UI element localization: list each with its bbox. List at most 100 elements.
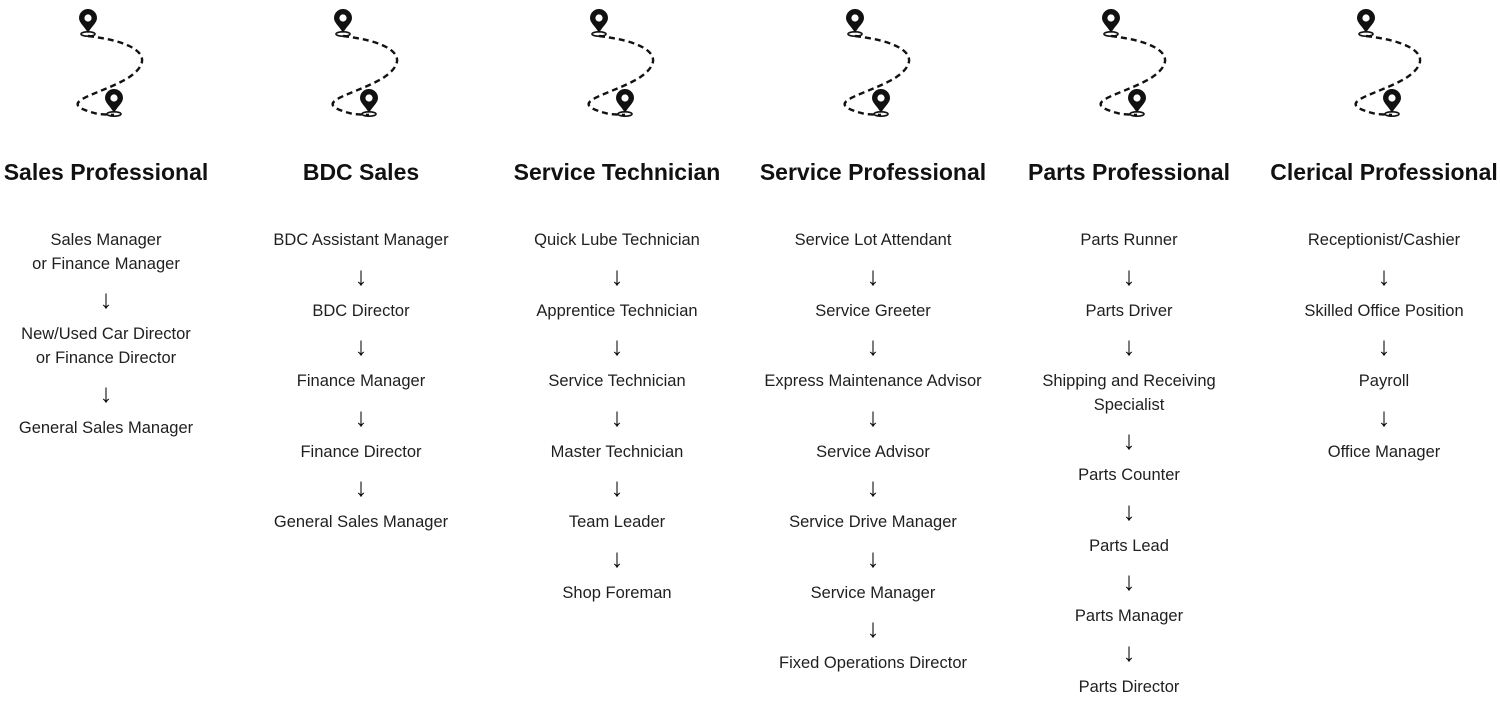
- dashed-route-line: [76, 34, 144, 117]
- down-arrow-icon: ↓: [1377, 401, 1391, 432]
- career-step: Parts Counter: [1078, 466, 1180, 484]
- start-pin-icon: [1357, 9, 1375, 37]
- column-title: Service Technician: [513, 159, 721, 185]
- down-arrow-icon: ↓: [1377, 260, 1391, 291]
- route-map-pins-icon: [1354, 9, 1422, 118]
- career-step: BDC Assistant Manager: [273, 231, 449, 249]
- down-arrow-icon: ↓: [354, 260, 368, 291]
- down-arrow-icon: ↓: [1122, 566, 1136, 596]
- career-step: Parts Director: [1078, 677, 1180, 696]
- start-pin-icon: [846, 9, 864, 37]
- career-step: Service Drive Manager: [789, 513, 957, 531]
- career-step: Parts Lead: [1089, 536, 1169, 555]
- end-pin-icon: [616, 89, 634, 118]
- career-step: Parts Runner: [1080, 231, 1178, 249]
- career-step: Office Manager: [1327, 442, 1441, 461]
- career-steps: Service Lot Attendant ↓ Service Greeter ↓ Ex…: [764, 229, 981, 676]
- career-step: Service Greeter: [815, 301, 931, 320]
- career-step: Receptionist/Cashier: [1307, 231, 1461, 249]
- career-step: Payroll: [1358, 372, 1410, 390]
- down-arrow-icon: ↓: [866, 472, 880, 502]
- career-step: Team Leader: [568, 513, 666, 531]
- down-arrow-icon: ↓: [1122, 331, 1136, 361]
- career-step: Service Advisor: [816, 442, 930, 461]
- end-pin-icon: [1128, 89, 1146, 118]
- career-step: Shop Foreman: [562, 583, 672, 602]
- down-arrow-icon: ↓: [866, 613, 880, 643]
- end-pin-icon: [872, 89, 890, 118]
- down-arrow-icon: ↓: [1122, 425, 1136, 455]
- down-arrow-icon: ↓: [866, 331, 880, 361]
- column-title: Clerical Professional: [1270, 159, 1498, 185]
- career-step: Finance Manager: [296, 372, 426, 390]
- down-arrow-icon: ↓: [354, 401, 368, 432]
- down-arrow-icon: ↓: [1122, 260, 1136, 291]
- dashed-route-line: [587, 34, 655, 117]
- end-pin-icon: [1383, 89, 1401, 118]
- career-step: Service Technician: [548, 372, 686, 390]
- column-title: Service Professional: [759, 159, 987, 185]
- career-step: Shipping and Receiving Specialist: [1042, 372, 1216, 414]
- down-arrow-icon: ↓: [866, 401, 880, 432]
- down-arrow-icon: ↓: [99, 378, 113, 408]
- down-arrow-icon: ↓: [610, 260, 624, 291]
- career-step: General Sales Manager: [18, 419, 194, 437]
- career-step: Apprentice Technician: [536, 301, 698, 320]
- dashed-route-line: [1099, 34, 1167, 117]
- route-map-pins-icon: [331, 9, 399, 118]
- down-arrow-icon: ↓: [354, 331, 368, 361]
- column-title: Parts Professional: [1028, 159, 1230, 185]
- down-arrow-icon: ↓: [610, 401, 624, 432]
- career-step: Finance Director: [300, 442, 422, 461]
- start-pin-icon: [334, 9, 352, 37]
- career-steps: Parts Runner ↓ Parts Driver ↓ Shipping and R…: [1031, 229, 1227, 699]
- down-arrow-icon: ↓: [610, 472, 624, 502]
- down-arrow-icon: ↓: [99, 284, 113, 314]
- career-step: General Sales Manager: [273, 513, 449, 531]
- career-step: BDC Director: [312, 301, 410, 320]
- route-map-pins-icon: [843, 9, 911, 118]
- route-map-pins-icon: [587, 9, 655, 118]
- career-steps: BDC Assistant Manager ↓ BDC Director ↓ Finan…: [273, 229, 448, 535]
- down-arrow-icon: ↓: [866, 260, 880, 291]
- down-arrow-icon: ↓: [1122, 495, 1136, 526]
- route-map-pins-icon: [1099, 9, 1167, 118]
- career-step: Master Technician: [550, 442, 684, 461]
- down-arrow-icon: ↓: [610, 331, 624, 361]
- down-arrow-icon: ↓: [354, 472, 368, 502]
- career-step: Parts Manager: [1074, 607, 1184, 625]
- down-arrow-icon: ↓: [610, 542, 624, 573]
- down-arrow-icon: ↓: [1122, 636, 1136, 667]
- dashed-route-line: [331, 34, 399, 117]
- career-step: Quick Lube Technician: [534, 231, 700, 249]
- start-pin-icon: [590, 9, 608, 37]
- end-pin-icon: [360, 89, 378, 118]
- column-title: BDC Sales: [302, 159, 420, 185]
- dashed-route-line: [1354, 34, 1422, 117]
- career-step: Fixed Operations Director: [779, 654, 967, 672]
- career-steps: Quick Lube Technician ↓ Apprentice Technic…: [534, 229, 700, 605]
- end-pin-icon: [105, 89, 123, 118]
- column-title: Sales Professional: [3, 159, 209, 185]
- career-steps: Receptionist/Cashier ↓ Skilled Office Posi…: [1304, 229, 1463, 464]
- dashed-route-line: [843, 34, 911, 117]
- start-pin-icon: [79, 9, 97, 37]
- career-step: Service Manager: [810, 583, 936, 602]
- start-pin-icon: [1102, 9, 1120, 37]
- route-map-pins-icon: [76, 9, 144, 118]
- down-arrow-icon: ↓: [866, 542, 880, 573]
- career-step: Express Maintenance Advisor: [764, 372, 982, 390]
- career-step: Skilled Office Position: [1304, 301, 1464, 320]
- career-step: Parts Driver: [1085, 301, 1173, 320]
- career-step: Service Lot Attendant: [794, 231, 952, 249]
